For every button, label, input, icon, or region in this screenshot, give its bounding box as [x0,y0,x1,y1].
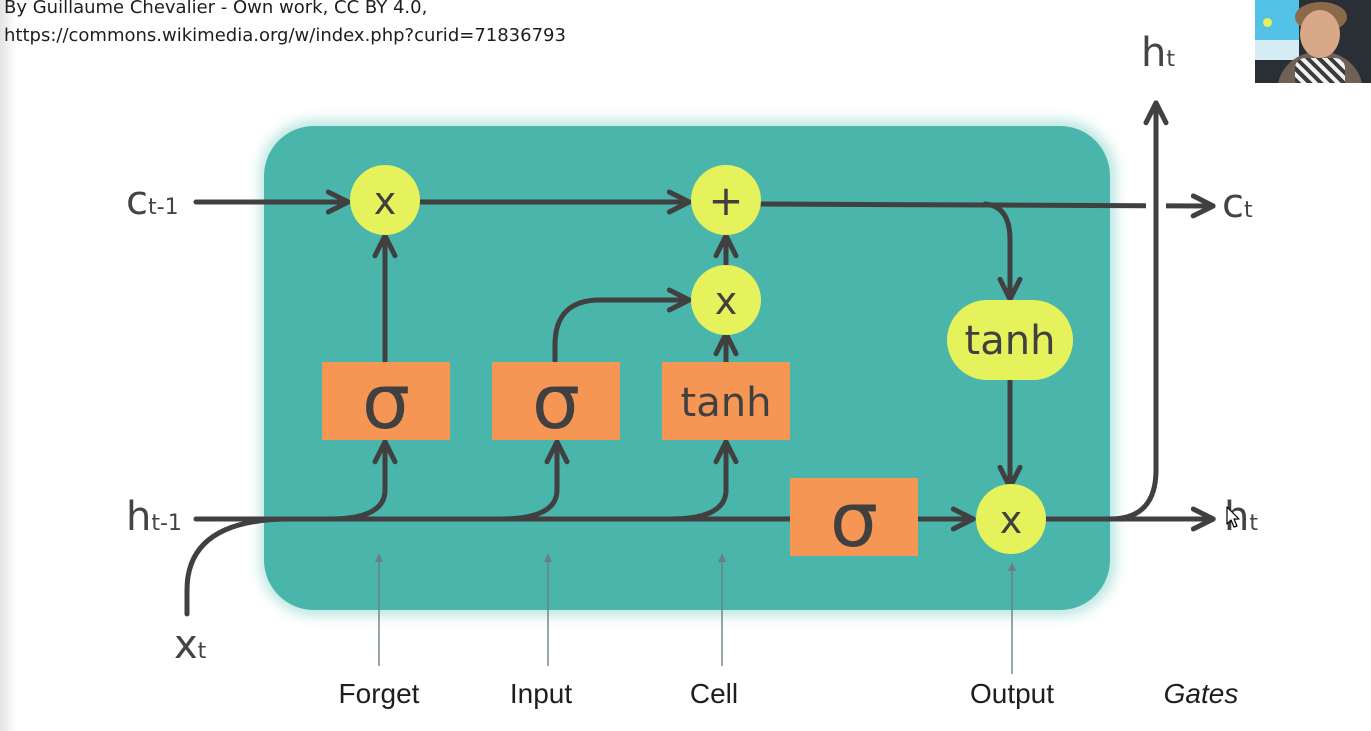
output-tanh-text: tanh [965,318,1056,364]
h-prev-label: ht-1 [126,494,182,540]
input-branch-line [497,439,570,522]
hidden-up-line [1107,100,1169,522]
cell-pointer-arrow [718,553,726,562]
forget-sigma-box: σ [322,357,450,446]
input-x-line [184,516,293,617]
output-sigma-box: σ [790,475,918,564]
gate-label-cell: Cell [690,678,738,709]
input-sigma-line [552,287,692,365]
forget-multiply-text: x [374,179,397,223]
gate-label-forget: Forget [339,678,420,709]
cell-to-tanh-line [982,201,1023,302]
webcam-slide-strip [1255,0,1299,40]
output-tanh-node: tanh [947,300,1073,380]
webcam-slide-dot [1263,18,1272,27]
input-pointer-arrow [544,553,552,562]
gate-label-input: Input [510,678,572,709]
input-sigma-box: σ [492,357,620,446]
input-multiply-text: x [715,279,738,323]
x-t-label: xt [174,622,207,668]
presenter-head [1300,10,1340,58]
output-multiply-text: x [1000,498,1023,542]
output-sigma-text: σ [830,475,878,564]
output-multiply-node: x [976,484,1046,554]
input-multiply-node: x [691,265,761,335]
gate-label-output: Output [970,678,1054,709]
cell-tanh-text: tanh [681,380,772,426]
forget-multiply-node: x [350,165,420,235]
presenter-shirt [1295,58,1345,83]
presenter-webcam [1255,0,1371,83]
attribution-text: By Guillaume Chevalier - Own work, CC BY… [4,0,566,50]
mouse-cursor-icon [1226,506,1240,528]
forget-branch-line [327,439,398,522]
cell-add-node: + [691,165,761,235]
h-t-top-label: ht [1141,30,1175,76]
attribution-line-2: https://commons.wikimedia.org/w/index.ph… [4,25,566,46]
output-pointer-arrow [1008,562,1016,571]
cell-branch-line [667,439,739,522]
forget-pointer-arrow [375,553,383,562]
cell-tanh-box: tanh [662,362,790,440]
gate-label-gates: Gates [1164,678,1239,709]
forget-sigma-text: σ [362,357,410,446]
cell-add-text: + [708,176,743,225]
c-t-label: ct [1222,181,1253,227]
input-sigma-text: σ [532,357,580,446]
left-edge-shade [0,0,16,731]
c-prev-label: ct-1 [126,178,179,224]
attribution-line-1: By Guillaume Chevalier - Own work, CC BY… [4,0,428,18]
